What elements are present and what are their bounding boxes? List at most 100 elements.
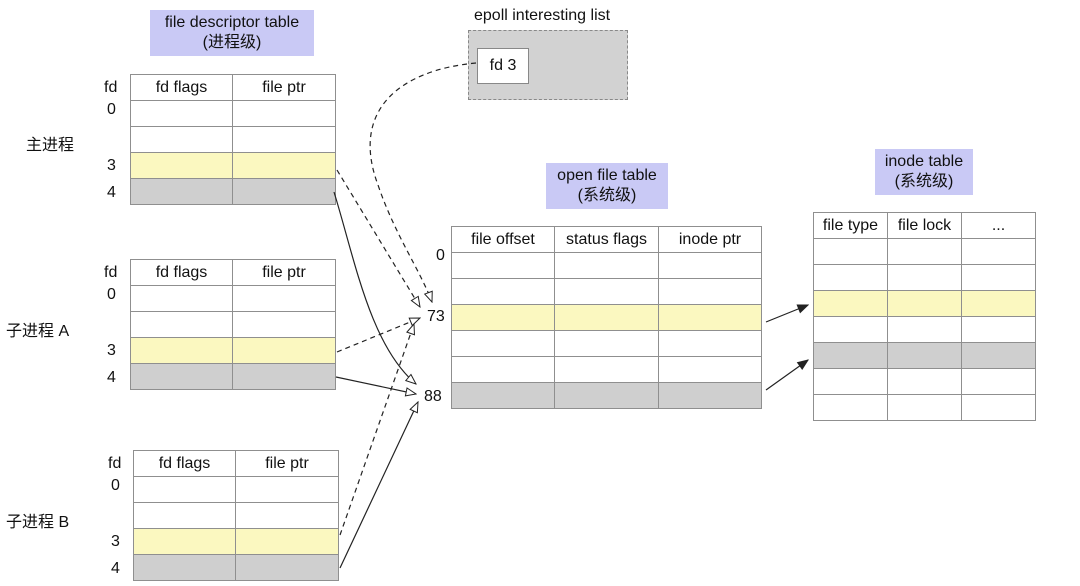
header-file-type: file type — [813, 212, 888, 239]
table-row — [451, 278, 762, 305]
table-cell — [232, 100, 336, 127]
fd-col-label: fd — [104, 264, 118, 281]
table-cell — [658, 278, 762, 305]
fd-row-3: 3 — [107, 342, 116, 359]
table-row — [130, 100, 336, 127]
inode-table-title-line1: inode table — [884, 153, 964, 170]
table-row-fd4 — [130, 178, 336, 205]
open-file-row-88: 88 — [424, 388, 442, 405]
epoll-entry-fd3: fd 3 — [477, 48, 529, 84]
table-cell — [658, 356, 762, 383]
table-cell — [887, 342, 962, 369]
table-cell — [232, 363, 336, 390]
table-row — [451, 252, 762, 279]
table-row — [451, 330, 762, 357]
arrow-88-to-inode — [765, 360, 808, 391]
process-label-main: 主进程 — [26, 137, 75, 154]
arrow-epoll-to-73 — [369, 62, 477, 302]
fd-table-title-line2: (进程级) — [202, 34, 262, 51]
table-cell — [961, 264, 1036, 291]
table-row-fd4 — [130, 363, 336, 390]
table-cell — [554, 278, 659, 305]
table-row-88 — [451, 382, 762, 409]
table-cell — [961, 368, 1036, 395]
fd-table-title: file descriptor table (进程级) — [150, 10, 314, 56]
table-cell — [658, 382, 762, 409]
process-label-child-a: 子进程 A — [6, 323, 70, 340]
header-fd-flags: fd flags — [133, 450, 236, 477]
table-cell — [887, 264, 962, 291]
fd-row-0: 0 — [107, 286, 116, 303]
arrow-73-to-inode — [765, 304, 808, 323]
table-cell — [813, 342, 888, 369]
arrow-main-fd4-to-88 — [333, 191, 416, 384]
fd-col-label: fd — [104, 79, 118, 96]
table-row-fd3 — [133, 528, 339, 555]
table-cell — [451, 278, 555, 305]
table-row-fd4 — [133, 554, 339, 581]
table-row — [133, 476, 339, 503]
table-cell — [133, 528, 236, 555]
fd-row-0: 0 — [107, 101, 116, 118]
open-file-table-title-line1: open file table — [557, 167, 657, 184]
fd-row-4: 4 — [107, 184, 116, 201]
fd-row-3: 3 — [111, 533, 120, 550]
fd-table-main: fd flags file ptr — [130, 74, 336, 205]
arrow-child-b-fd4-to-88 — [339, 402, 418, 569]
table-row — [813, 238, 1036, 265]
table-cell — [554, 252, 659, 279]
header-status-flags: status flags — [554, 226, 659, 253]
table-cell — [232, 285, 336, 312]
table-cell — [887, 394, 962, 421]
table-cell — [658, 330, 762, 357]
table-cell — [961, 394, 1036, 421]
fd-row-4: 4 — [107, 369, 116, 386]
table-cell — [813, 394, 888, 421]
table-header-row: file type file lock ... — [813, 212, 1036, 239]
table-row — [130, 311, 336, 338]
table-cell — [813, 368, 888, 395]
inode-table-title: inode table (系统级) — [875, 149, 973, 195]
header-fd-flags: fd flags — [130, 259, 233, 286]
table-row — [130, 126, 336, 153]
table-cell — [235, 554, 339, 581]
open-file-row-0: 0 — [436, 247, 445, 264]
table-cell — [130, 285, 233, 312]
table-row-fd3 — [130, 152, 336, 179]
arrow-child-a-fd4-to-88 — [335, 376, 416, 394]
table-header-row: file offset status flags inode ptr — [451, 226, 762, 253]
table-cell — [232, 178, 336, 205]
table-row — [813, 316, 1036, 343]
fd-row-4: 4 — [111, 560, 120, 577]
table-row-73 — [451, 304, 762, 331]
inode-table: file type file lock ... — [813, 212, 1036, 421]
table-row-gray — [813, 342, 1036, 369]
table-row — [813, 394, 1036, 421]
header-file-offset: file offset — [451, 226, 555, 253]
table-cell — [130, 178, 233, 205]
table-row-fd3 — [130, 337, 336, 364]
table-row — [813, 264, 1036, 291]
table-cell — [232, 337, 336, 364]
process-label-child-b: 子进程 B — [6, 514, 70, 531]
epoll-list-title: epoll interesting list — [474, 7, 611, 24]
fd-table-child-a: fd flags file ptr — [130, 259, 336, 390]
inode-table-title-line2: (系统级) — [894, 173, 954, 190]
table-cell — [658, 252, 762, 279]
fd-table-title-line1: file descriptor table — [164, 14, 300, 31]
table-cell — [130, 337, 233, 364]
fd-row-3: 3 — [107, 157, 116, 174]
table-row — [813, 368, 1036, 395]
open-file-row-73: 73 — [427, 308, 445, 325]
open-file-table-title: open file table (系统级) — [546, 163, 668, 209]
table-cell — [130, 363, 233, 390]
fd-col-label: fd — [108, 455, 122, 472]
table-cell — [887, 368, 962, 395]
header-ellipsis: ... — [961, 212, 1036, 239]
table-cell — [130, 152, 233, 179]
open-file-table-title-line2: (系统级) — [577, 187, 637, 204]
header-file-lock: file lock — [887, 212, 962, 239]
arrow-child-a-fd3-to-73 — [336, 317, 420, 353]
arrow-child-b-fd3-to-73 — [339, 324, 414, 536]
